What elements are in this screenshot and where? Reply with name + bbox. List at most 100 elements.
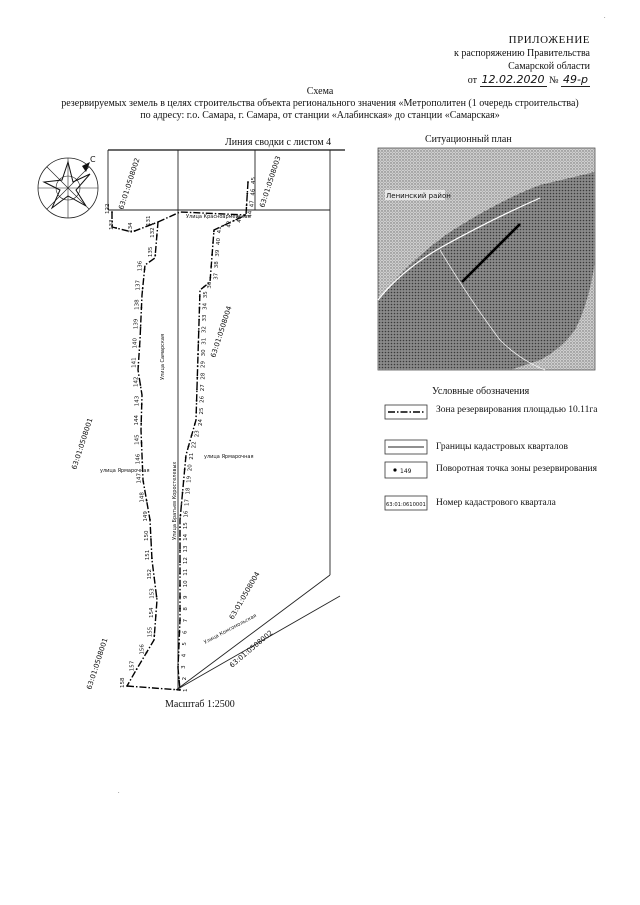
turning-point <box>138 345 141 348</box>
point-number: 150 <box>144 530 150 541</box>
turning-point <box>137 364 140 367</box>
turning-point <box>183 468 186 471</box>
point-number: 40 <box>216 238 222 245</box>
point-number: 29 <box>201 361 207 368</box>
point-number: 146 <box>135 453 141 464</box>
turning-point <box>198 306 201 309</box>
point-number: 8 <box>183 607 189 611</box>
turning-point <box>179 561 181 564</box>
svg-text:.: . <box>604 14 606 20</box>
point-number: 7 <box>183 618 189 622</box>
quarter-label: 63:01:0508001 <box>85 637 109 691</box>
point-number: 33 <box>202 314 208 321</box>
point-number: 38 <box>214 261 220 268</box>
point-number: 23 <box>195 430 201 437</box>
point-number: 5 <box>182 642 188 646</box>
point-number: 1 <box>183 689 189 693</box>
turning-point <box>196 376 199 379</box>
turning-point <box>151 557 153 560</box>
turning-point <box>149 518 151 521</box>
turning-point <box>210 265 213 268</box>
point-number: 138 <box>134 299 140 310</box>
turning-point <box>140 441 143 444</box>
turning-point <box>140 403 143 406</box>
number-prefix: № <box>549 75 559 86</box>
point-number: 18 <box>186 487 192 494</box>
turning-point <box>177 665 179 668</box>
point-number: 158 <box>120 677 126 688</box>
turning-point <box>152 223 154 225</box>
point-number: 15 <box>183 522 189 529</box>
point-number: 21 <box>189 453 195 460</box>
point-number: 4 <box>182 653 188 657</box>
point-number: 134 <box>128 222 134 233</box>
turning-point <box>142 480 145 483</box>
point-number: 135 <box>148 246 154 257</box>
point-number: 32 <box>202 326 208 333</box>
header-line-1: к распоряжению Правительства <box>453 48 590 59</box>
turning-point <box>193 423 196 425</box>
turning-point <box>150 538 152 540</box>
point-number: 46 <box>250 188 256 195</box>
quarter-label: 63:01:0508004 <box>209 305 233 359</box>
point-number: 2 <box>182 677 188 681</box>
street-label: Улица Братьев Коростелевых <box>172 462 178 540</box>
turning-point <box>179 619 181 622</box>
title-line-3: по адресу: г.о. Самара, г. Самара, от ст… <box>140 110 500 121</box>
point-number: 154 <box>149 607 155 618</box>
turning-point <box>181 491 184 494</box>
point-number: 137 <box>136 280 142 291</box>
street-label: улица Ярмарочная <box>204 454 253 460</box>
point-number: 153 <box>150 588 156 599</box>
turning-point <box>246 192 249 195</box>
point-number: 157 <box>130 660 136 671</box>
reservation-zone <box>111 181 249 691</box>
legend-item-boundaries: Границы кадастровых кварталов <box>436 442 568 452</box>
point-number: 9 <box>183 595 189 599</box>
point-number: 147 <box>136 473 142 484</box>
point-number: 139 <box>134 318 140 329</box>
turning-point <box>179 584 181 587</box>
turning-point <box>232 219 235 222</box>
turning-point <box>155 234 158 237</box>
turning-point <box>145 651 148 654</box>
turning-point <box>197 353 199 356</box>
turning-point <box>212 242 214 244</box>
point-number: 30 <box>201 349 207 356</box>
turning-point <box>179 607 181 610</box>
turning-point <box>198 295 201 298</box>
point-number: 6 <box>183 630 189 634</box>
metro-route-line <box>461 223 521 283</box>
point-number: 45 <box>251 177 257 184</box>
turning-point <box>187 445 190 448</box>
point-number: 14 <box>183 533 189 540</box>
point-number: 31 <box>201 338 207 345</box>
point-number: 26 <box>200 395 206 402</box>
situation-plan: Ленинский район <box>377 147 596 371</box>
point-number: 13 <box>183 545 189 552</box>
quarter-label: 63:01:0508002 <box>117 157 141 211</box>
turning-point <box>141 461 144 464</box>
scale-label: Масштаб 1:2500 <box>165 699 235 710</box>
district-label: Ленинский район <box>386 192 451 200</box>
point-number: 47 <box>250 200 256 207</box>
turning-point <box>154 254 157 257</box>
point-number: 41 <box>217 226 223 233</box>
point-number: 136 <box>138 260 144 271</box>
turning-point <box>141 287 144 290</box>
turning-point <box>177 654 180 657</box>
point-number: 142 <box>133 376 139 387</box>
quarter-labels: 63:01:0508002 63:01:0508003 63:01:050800… <box>70 155 282 691</box>
point-number: 3 <box>181 665 187 669</box>
turning-point <box>145 499 148 502</box>
point-number: 133 <box>109 219 115 230</box>
turning-point <box>198 318 200 321</box>
header-date-line: от 12.02.2020 № 49-р <box>390 73 590 87</box>
turning-point <box>211 253 214 256</box>
approval-header: ПРИЛОЖЕНИЕ к распоряжению Правительства … <box>390 34 590 87</box>
legend-samples: 149 63:01:0610001 <box>384 404 428 511</box>
point-number: 143 <box>135 395 141 406</box>
turning-point <box>179 549 181 552</box>
title-line-2: резервируемых земель в целях строительст… <box>61 98 579 109</box>
turning-point <box>135 668 138 671</box>
